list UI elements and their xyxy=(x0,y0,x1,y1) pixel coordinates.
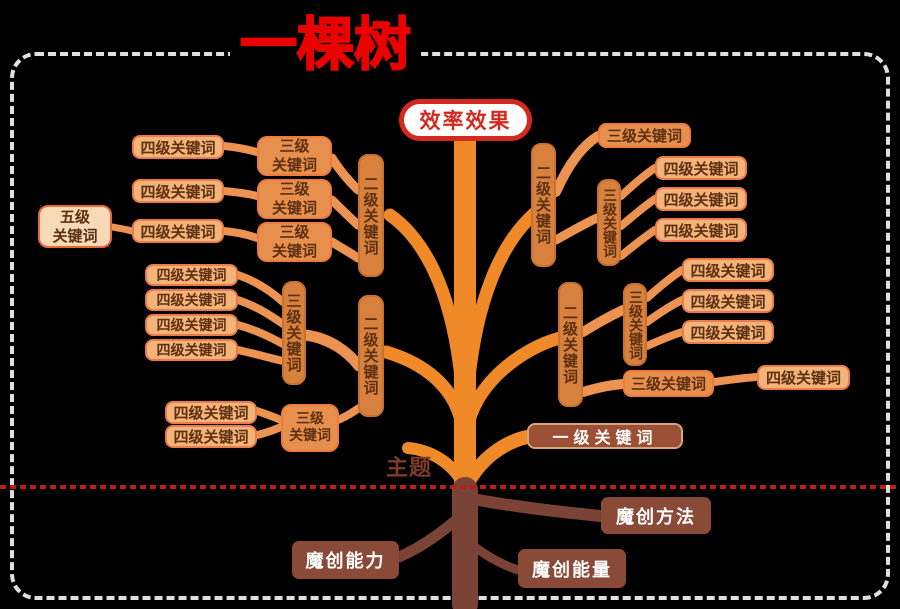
l3-line1: 三级 xyxy=(279,223,310,242)
l4-node[interactable]: 四级关键词 xyxy=(682,320,774,344)
page-title: 一棵树 xyxy=(230,13,421,77)
l3-node[interactable]: 三级 关键词 xyxy=(257,222,332,262)
underground-node-energy[interactable]: 魔创能量 xyxy=(518,549,626,588)
ground-dotted-line xyxy=(0,485,900,489)
l4-node[interactable]: 四级关键词 xyxy=(132,135,224,159)
l2-node[interactable]: 二级关键词 xyxy=(558,282,583,407)
l4-node[interactable]: 四级关键词 xyxy=(132,179,224,203)
l5-node[interactable]: 五级 关键词 xyxy=(38,205,112,248)
l4-node[interactable]: 四级关键词 xyxy=(655,187,747,211)
dashed-border-frame xyxy=(10,52,890,600)
l4-node[interactable]: 四级关键词 xyxy=(145,289,238,311)
l4-node[interactable]: 四级关键词 xyxy=(132,219,224,243)
l4-node[interactable]: 四级关键词 xyxy=(165,425,257,448)
l3-node[interactable]: 三级关键词 xyxy=(623,370,714,397)
l3-line2: 关键词 xyxy=(289,428,331,444)
l3-line2: 关键词 xyxy=(271,156,317,174)
l3-node[interactable]: 三级关键词 xyxy=(282,281,306,385)
root-node[interactable]: 效率效果 xyxy=(399,99,532,141)
l3-line1: 三级 xyxy=(296,410,324,427)
l3-node[interactable]: 三级关键词 xyxy=(623,283,647,366)
l3-node[interactable]: 三级关键词 xyxy=(598,123,691,148)
l3-line2: 关键词 xyxy=(271,242,317,260)
underground-node-method[interactable]: 魔创方法 xyxy=(601,497,711,534)
l3-line1: 三级 xyxy=(279,137,310,156)
ground-label: 主题 xyxy=(386,456,433,481)
l5-line1: 五级 xyxy=(59,207,90,226)
l4-node[interactable]: 四级关键词 xyxy=(757,365,850,390)
l3-node[interactable]: 三级关键词 xyxy=(597,179,621,266)
l4-node[interactable]: 四级关键词 xyxy=(655,156,747,180)
l4-node[interactable]: 四级关键词 xyxy=(682,258,774,282)
l4-node[interactable]: 四级关键词 xyxy=(145,339,238,361)
l3-node[interactable]: 三级 关键词 xyxy=(281,404,339,452)
l4-node[interactable]: 四级关键词 xyxy=(682,289,774,313)
underground-node-ability[interactable]: 魔创能力 xyxy=(292,541,399,579)
l3-node[interactable]: 三级 关键词 xyxy=(257,179,332,219)
l5-line2: 关键词 xyxy=(52,226,98,245)
l3-line1: 三级 xyxy=(279,180,310,199)
l2-node[interactable]: 二级关键词 xyxy=(358,154,384,277)
l3-line2: 关键词 xyxy=(271,199,317,217)
l4-node[interactable]: 四级关键词 xyxy=(145,314,238,336)
l2-node[interactable]: 二级关键词 xyxy=(358,295,384,417)
l1-node[interactable]: 一级关键词 xyxy=(527,423,683,449)
l4-node[interactable]: 四级关键词 xyxy=(145,264,238,286)
l2-node[interactable]: 二级关键词 xyxy=(531,143,556,267)
l4-node[interactable]: 四级关键词 xyxy=(165,401,257,424)
l3-node[interactable]: 三级 关键词 xyxy=(257,136,332,176)
l4-node[interactable]: 四级关键词 xyxy=(655,218,747,242)
